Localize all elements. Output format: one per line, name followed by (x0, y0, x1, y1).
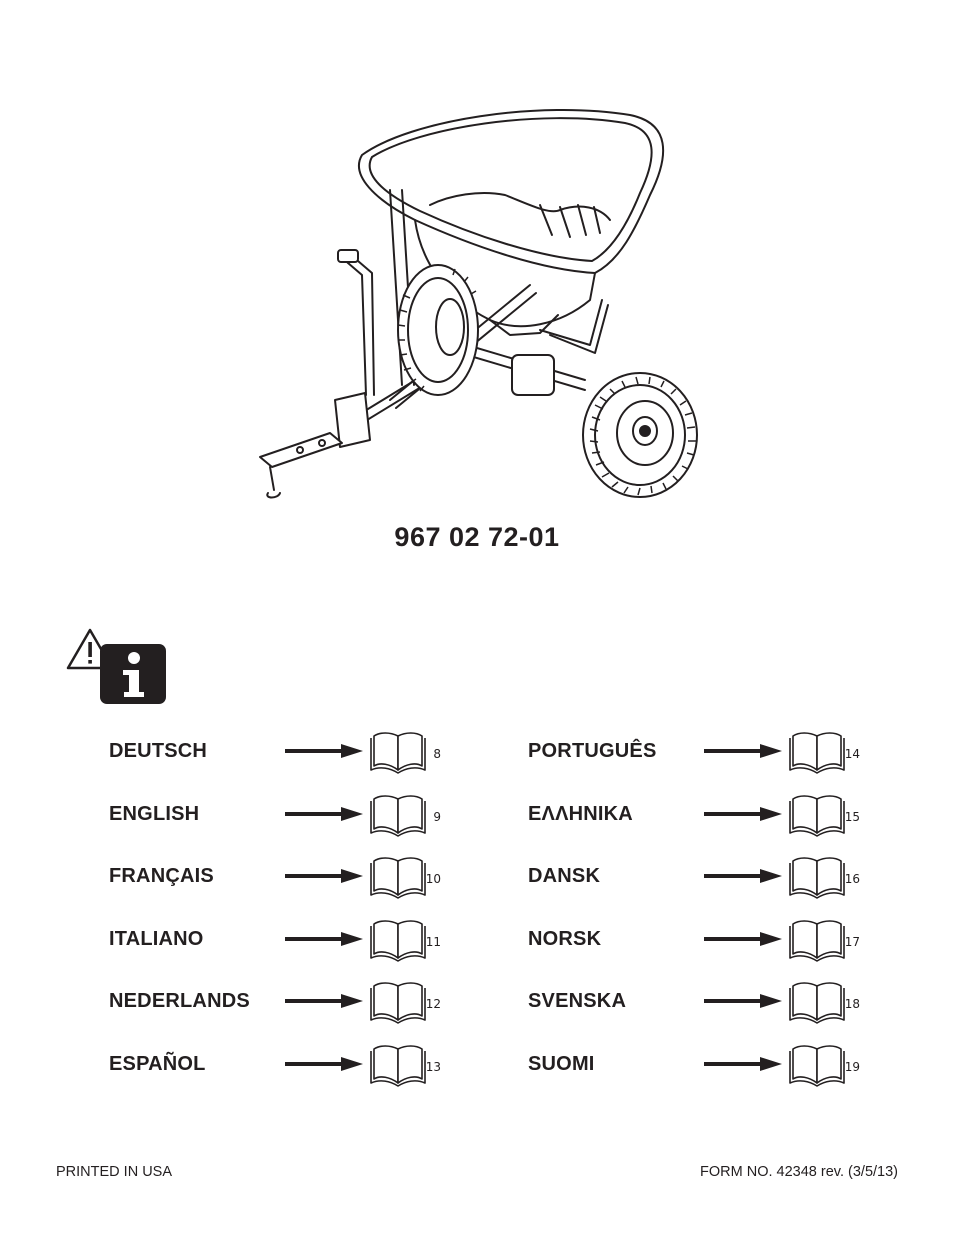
page-number: 19 (844, 1059, 860, 1074)
right-arrow-icon (704, 806, 782, 821)
language-label: ESPAÑOL (109, 1052, 206, 1075)
page-number: 12 (425, 997, 441, 1011)
model-number: 967 02 72-01 (394, 522, 560, 552)
right-arrow-icon (704, 869, 782, 883)
language-label: FRANÇAIS (109, 865, 214, 887)
language-label: DEUTSCH (109, 740, 208, 762)
language-label: DANSK (528, 865, 601, 887)
page-number: 10 (425, 872, 441, 886)
open-book-icon (789, 982, 845, 1024)
language-row-svenska[interactable]: SVENSKA 18 (528, 982, 868, 1026)
language-row-español[interactable]: ESPAÑOL 13 (109, 1044, 449, 1089)
right-arrow-icon (285, 744, 363, 758)
spreader-illustration (259, 108, 698, 499)
language-label: SUOMI (528, 1052, 595, 1075)
page-number: 18 (844, 997, 860, 1011)
right-arrow-icon (704, 931, 782, 946)
open-book-icon (789, 1044, 845, 1087)
open-book-icon (370, 919, 426, 962)
language-label: NEDERLANDS (109, 990, 250, 1012)
open-book-icon (789, 732, 845, 774)
page-number: 13 (425, 1059, 441, 1074)
language-row-nederlands[interactable]: NEDERLANDS 12 (109, 982, 449, 1026)
language-label: ENGLISH (109, 802, 200, 825)
right-arrow-icon (285, 869, 363, 883)
language-label: ΕΛΛΗΝΙΚΑ (528, 802, 633, 825)
open-book-icon (370, 1044, 426, 1087)
language-row-italiano[interactable]: ITALIANO 11 (109, 919, 449, 964)
page-number: 14 (844, 747, 860, 761)
language-label: ITALIANO (109, 927, 204, 950)
language-label: SVENSKA (528, 990, 627, 1012)
page-number: 16 (844, 872, 860, 886)
right-arrow-icon (704, 744, 782, 758)
language-row-suomi[interactable]: SUOMI 19 (528, 1044, 868, 1089)
open-book-icon (370, 982, 426, 1024)
language-row-norsk[interactable]: NORSK 17 (528, 919, 868, 964)
info-icon (100, 644, 166, 704)
language-row-português[interactable]: PORTUGUÊS 14 (528, 732, 868, 776)
page-number: 9 (433, 809, 441, 824)
right-arrow-icon (285, 806, 363, 821)
page-number: 11 (425, 934, 441, 949)
open-book-icon (789, 857, 845, 899)
page-number: 17 (844, 934, 860, 949)
right-arrow-icon (285, 931, 363, 946)
open-book-icon (370, 857, 426, 899)
page-number: 8 (433, 747, 441, 761)
right-arrow-icon (285, 994, 363, 1008)
warning-info-icon (66, 628, 166, 704)
open-book-icon (789, 919, 845, 962)
language-row-ελληνικα[interactable]: ΕΛΛΗΝΙΚΑ 15 (528, 794, 868, 839)
open-book-icon (789, 794, 845, 837)
open-book-icon (370, 732, 426, 774)
open-book-icon (370, 794, 426, 837)
right-arrow-icon (704, 994, 782, 1008)
form-number-label: FORM NO. 42348 rev. (3/5/13) (700, 1164, 898, 1180)
right-arrow-icon (704, 1056, 782, 1071)
language-row-english[interactable]: ENGLISH 9 (109, 794, 449, 839)
language-row-deutsch[interactable]: DEUTSCH 8 (109, 732, 449, 776)
language-label: PORTUGUÊS (528, 740, 657, 762)
printed-in-label: PRINTED IN USA (56, 1164, 173, 1180)
language-row-dansk[interactable]: DANSK 16 (528, 857, 868, 901)
language-row-français[interactable]: FRANÇAIS 10 (109, 857, 449, 901)
page-number: 15 (844, 809, 860, 824)
right-arrow-icon (285, 1056, 363, 1071)
language-label: NORSK (528, 927, 602, 950)
